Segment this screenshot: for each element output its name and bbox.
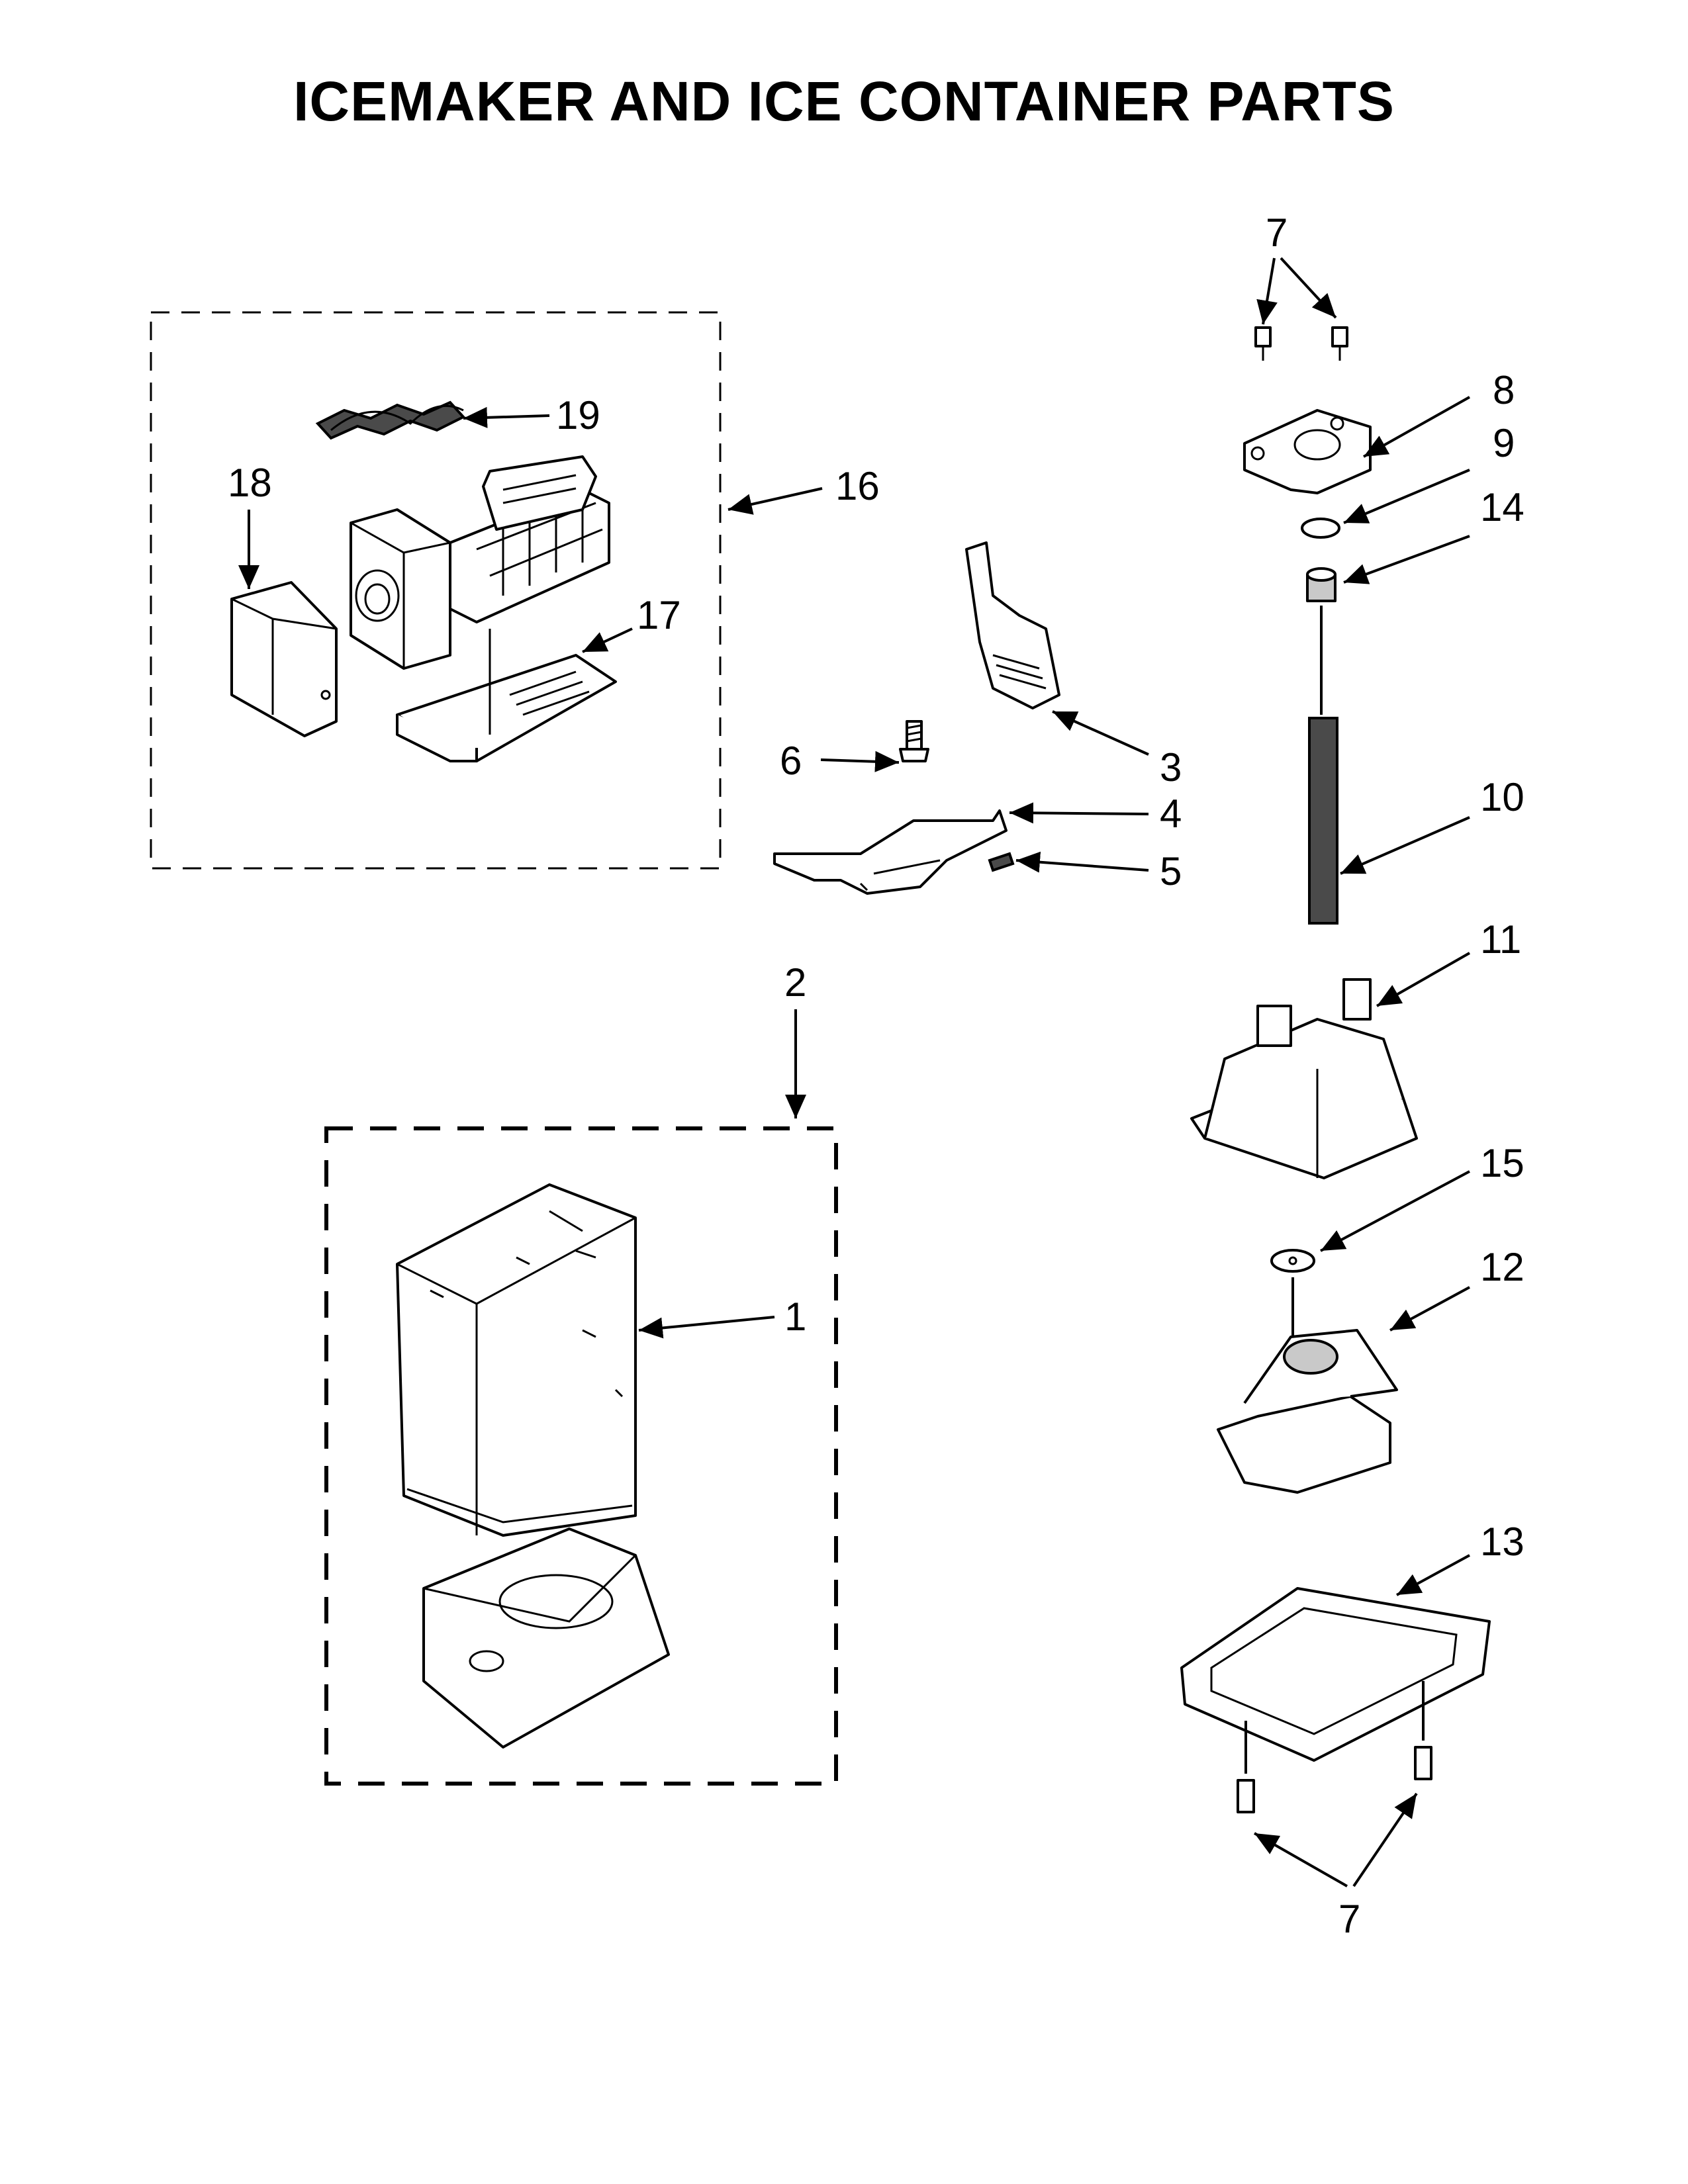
part-5-spring [988, 852, 1015, 872]
part-4-lever-arm [773, 809, 1008, 895]
part-9-washer [1301, 518, 1340, 539]
callout-11: 11 [1480, 917, 1521, 962]
callout-7-top: 7 [1266, 210, 1288, 255]
icemaker-assembly-boundary [150, 311, 722, 870]
page-title: ICEMAKER AND ICE CONTAINER PARTS [293, 70, 1395, 132]
part-1-ice-bucket [396, 1183, 637, 1537]
part-18-icemaker-cover [230, 581, 338, 737]
part-7-screws-bottom [1237, 1681, 1432, 1813]
callout-15: 15 [1480, 1141, 1524, 1185]
callout-12: 12 [1480, 1245, 1524, 1289]
callout-9: 9 [1493, 421, 1515, 465]
part-17-mounting-bracket [396, 629, 617, 762]
callout-3: 3 [1160, 745, 1182, 790]
callout-10: 10 [1480, 775, 1524, 819]
callout-19: 19 [556, 393, 600, 437]
part-10-drive-shaft [1308, 606, 1338, 925]
icemaker-unit [350, 455, 610, 670]
callout-16: 16 [835, 464, 880, 508]
callout-18: 18 [228, 461, 272, 505]
part-6-screw [899, 720, 929, 762]
leader-lines [238, 257, 1470, 1888]
callout-17: 17 [637, 593, 681, 637]
part-11-motor-housing [1190, 978, 1418, 1179]
part-7-screws-top [1254, 326, 1348, 361]
part-3-door-flap [965, 541, 1060, 709]
ice-container-assembly-boundary [324, 1126, 838, 1786]
callout-14: 14 [1480, 485, 1524, 529]
ice-bucket-base [422, 1527, 670, 1749]
callout-1: 1 [784, 1295, 806, 1339]
part-15-washer [1270, 1249, 1315, 1273]
part-8-bearing-plate [1243, 409, 1372, 494]
part-13-mounting-plate [1180, 1587, 1491, 1762]
callout-8: 8 [1493, 368, 1515, 412]
callout-5: 5 [1160, 849, 1182, 893]
callout-6: 6 [780, 739, 802, 783]
callout-13: 13 [1480, 1520, 1524, 1564]
callout-4: 4 [1160, 792, 1182, 836]
part-19-wire-harness [315, 400, 466, 440]
part-14-bushing [1306, 567, 1336, 602]
callout-7-bottom: 7 [1338, 1897, 1360, 1941]
callout-2: 2 [784, 960, 806, 1005]
part-12-auger-motor [1217, 1277, 1398, 1494]
